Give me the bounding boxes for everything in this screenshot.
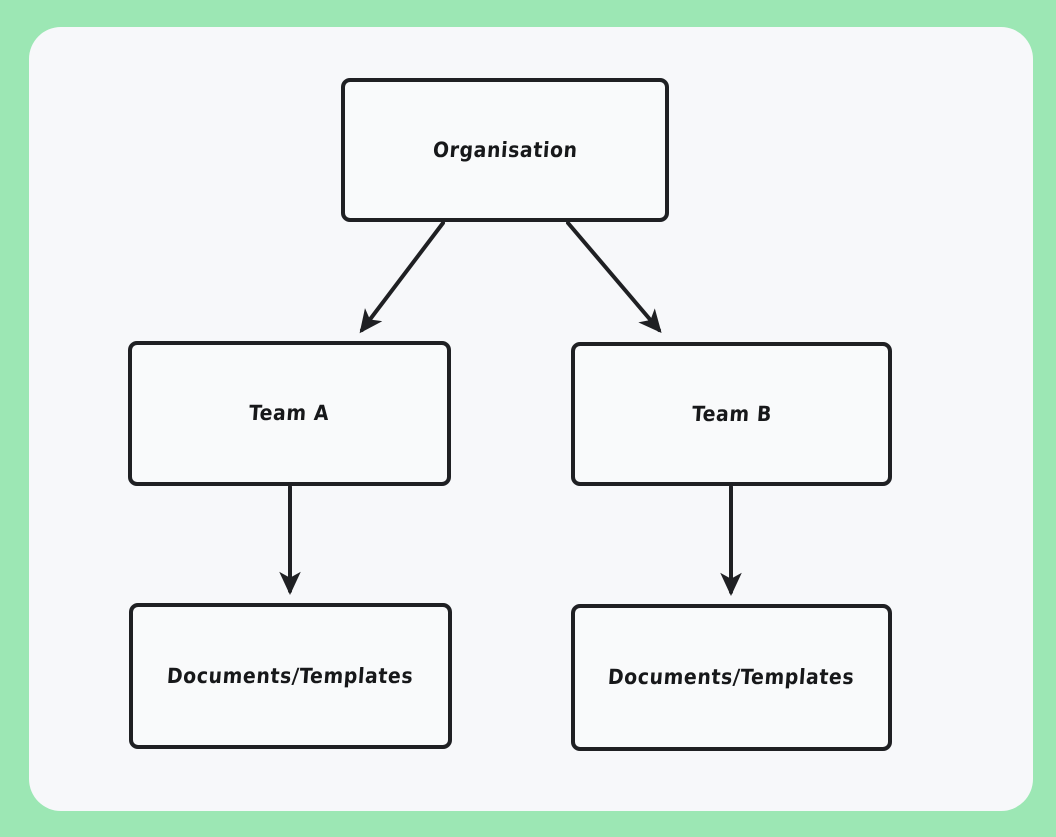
node-documents-templates-b[interactable]: Documents/Templates: [571, 604, 892, 751]
node-documents-templates-a-label: Documents/Templates: [166, 663, 415, 688]
edge-organisation-to-team-b: [566, 221, 662, 334]
node-documents-templates-a[interactable]: Documents/Templates: [129, 603, 452, 749]
node-documents-templates-b-label: Documents/Templates: [607, 665, 856, 690]
node-organisation[interactable]: Organisation: [341, 78, 669, 222]
node-team-a[interactable]: Team A: [128, 341, 451, 486]
node-team-b-label: Team B: [690, 401, 773, 426]
edge-organisation-to-team-a: [359, 221, 445, 334]
node-team-b[interactable]: Team B: [571, 342, 892, 486]
node-team-a-label: Team A: [248, 401, 331, 426]
node-organisation-label: Organisation: [431, 137, 579, 162]
